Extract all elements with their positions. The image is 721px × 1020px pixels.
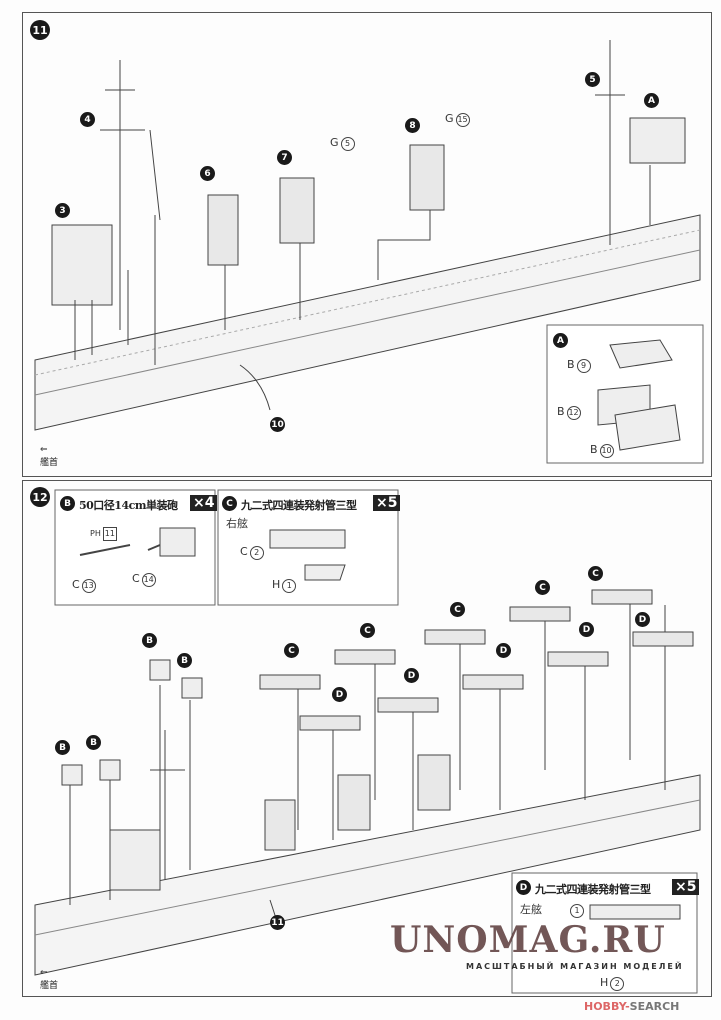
step-11-number: 11 bbox=[30, 20, 50, 40]
callout-3: 3 bbox=[55, 203, 70, 218]
callout-c: C bbox=[360, 623, 375, 638]
callout-b: B bbox=[142, 633, 157, 648]
callout-b: B bbox=[177, 653, 192, 668]
part-letter: B bbox=[567, 358, 575, 371]
hobby-search-credit: HOBBY-SEARCH bbox=[584, 1000, 680, 1013]
box-b-multiplier: ×4 bbox=[190, 495, 218, 511]
part-letter: H bbox=[272, 578, 281, 591]
box-c-multiplier: ×5 bbox=[373, 495, 401, 511]
callout-c: C bbox=[450, 602, 465, 617]
part-number: 5 bbox=[340, 137, 355, 151]
part-number: 15 bbox=[455, 113, 470, 127]
bridge-3 bbox=[51, 224, 113, 306]
box-d-multiplier: ×5 bbox=[672, 879, 700, 895]
part-number: 9 bbox=[576, 359, 591, 373]
mast-5 bbox=[595, 40, 625, 240]
box-c-side: 右舷 bbox=[226, 517, 248, 530]
callout-d: D bbox=[635, 612, 650, 627]
watermark-brand: UNOMAG.RU bbox=[390, 919, 666, 961]
callout-b: B bbox=[55, 740, 70, 755]
callout-a: A bbox=[644, 93, 659, 108]
part-letter: H bbox=[600, 976, 609, 989]
callout-7: 7 bbox=[277, 150, 292, 165]
box-d-letter: D bbox=[516, 880, 531, 895]
part-letter: C bbox=[72, 578, 80, 591]
part-a bbox=[629, 117, 686, 164]
part-letter: C bbox=[132, 572, 140, 585]
mast-4 bbox=[100, 60, 161, 330]
callout-10: 10 bbox=[270, 417, 285, 432]
funnel-7 bbox=[279, 177, 315, 244]
guns bbox=[61, 659, 203, 786]
callout-4: 4 bbox=[80, 112, 95, 127]
part-number: 11 bbox=[102, 527, 117, 541]
watermark-tagline: МАСШТАБНЫЙ МАГАЗИН МОДЕЛЕЙ bbox=[466, 962, 684, 971]
bow-label: 艦首 bbox=[40, 981, 59, 991]
callout-d: D bbox=[404, 668, 419, 683]
part-letter: C bbox=[240, 545, 248, 558]
bow-direction-12: ⇐艦首 bbox=[40, 968, 59, 991]
part-number: 2 bbox=[610, 977, 625, 991]
callout-5: 5 bbox=[585, 72, 600, 87]
box-d-side: 左舷 bbox=[520, 903, 542, 916]
part-number: 10 bbox=[599, 444, 614, 458]
callout-c: C bbox=[535, 580, 550, 595]
callout-d: D bbox=[332, 687, 347, 702]
part-number: 12 bbox=[566, 406, 581, 420]
funnel-8 bbox=[409, 144, 445, 211]
step-11-frame bbox=[22, 12, 712, 477]
part-letter: G bbox=[330, 136, 339, 149]
torpedo-launchers bbox=[259, 589, 694, 731]
callout-8: 8 bbox=[405, 118, 420, 133]
step-12-frame bbox=[22, 480, 712, 997]
part-number: 2 bbox=[249, 546, 264, 560]
bow-label: 艦首 bbox=[40, 458, 59, 468]
callout-6: 6 bbox=[200, 166, 215, 181]
part-letter: G bbox=[445, 112, 454, 125]
box-b-title: 50口径14cm単装砲 bbox=[79, 499, 178, 512]
funnel-6 bbox=[207, 194, 239, 266]
callout-d: D bbox=[579, 622, 594, 637]
box-c-title: 九二式四連装発射管三型 bbox=[241, 499, 357, 512]
part-number: 1 bbox=[282, 579, 297, 593]
part-letter: PH bbox=[90, 529, 101, 538]
credit-search: SEARCH bbox=[629, 1000, 680, 1013]
box-c-letter: C bbox=[222, 496, 237, 511]
box-b-letter: B bbox=[60, 496, 75, 511]
part-letter: B bbox=[557, 405, 565, 418]
part-letter: B bbox=[590, 443, 598, 456]
callout-c: C bbox=[284, 643, 299, 658]
callout-11: 11 bbox=[270, 915, 285, 930]
credit-hobby: HOBBY bbox=[584, 1000, 626, 1013]
part-number: 14 bbox=[141, 573, 156, 587]
hull-12 bbox=[34, 774, 701, 976]
callout-d: D bbox=[496, 643, 511, 658]
part-number: 13 bbox=[81, 579, 96, 593]
bow-direction-11: ⇐艦首 bbox=[40, 445, 59, 468]
inset-a-letter: A bbox=[553, 333, 568, 348]
part-number: 1 bbox=[570, 904, 584, 918]
part-d1: 1 bbox=[568, 903, 584, 918]
box-d-title: 九二式四連装発射管三型 bbox=[535, 883, 651, 896]
callout-b: B bbox=[86, 735, 101, 750]
callout-c: C bbox=[588, 566, 603, 581]
step-12-number: 12 bbox=[30, 487, 50, 507]
